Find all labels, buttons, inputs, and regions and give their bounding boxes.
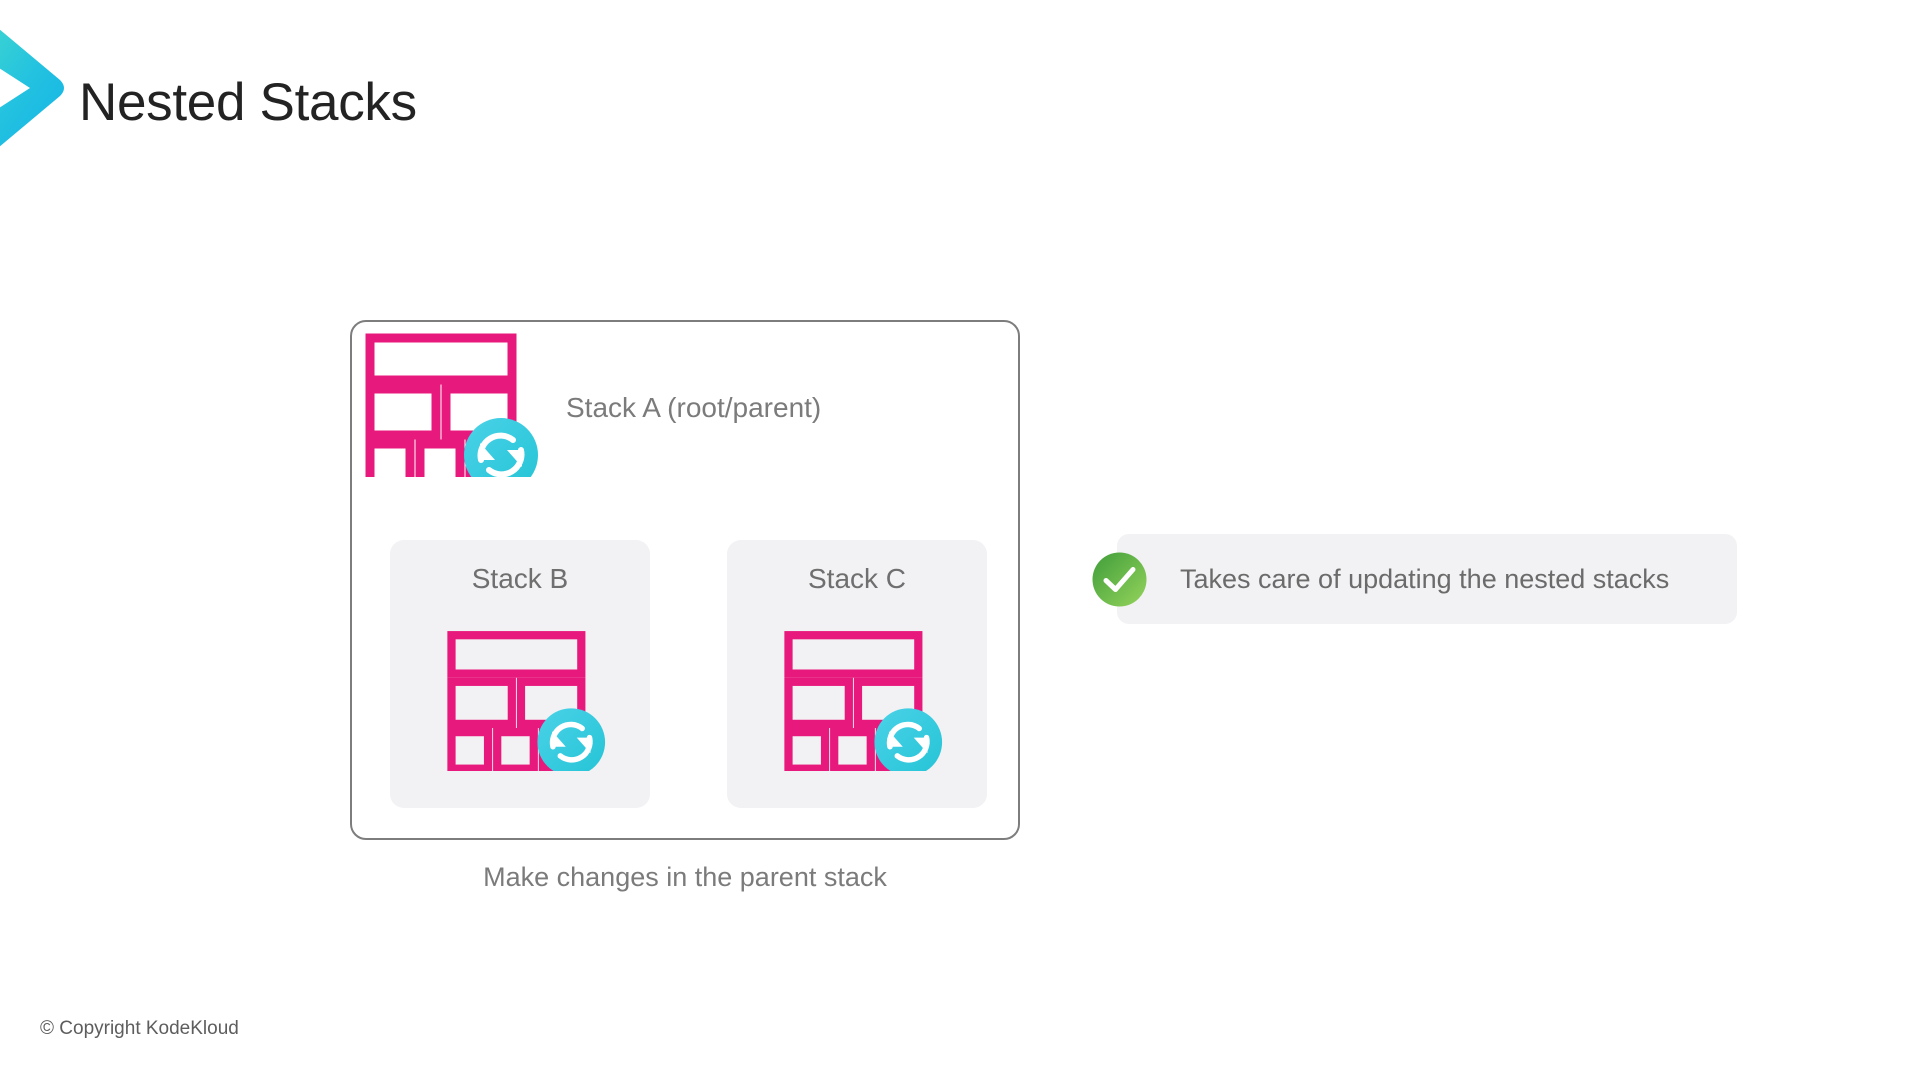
callout-panel: Takes care of updating the nested stacks <box>1092 534 1737 624</box>
chevron-logo-icon <box>0 29 64 147</box>
stack-a-label: Stack A (root/parent) <box>566 391 822 423</box>
child-stacks-row: Stack B <box>390 540 987 808</box>
check-circle-icon <box>1092 552 1147 607</box>
stack-b-icon <box>447 631 606 771</box>
footer-copyright: © Copyright KodeKloud <box>40 1018 239 1039</box>
stack-c-card: Stack C <box>727 540 987 808</box>
callout-text: Takes care of updating the nested stacks <box>1180 563 1670 594</box>
stack-c-icon <box>784 631 943 771</box>
stack-b-card: Stack B <box>390 540 650 808</box>
stack-b-label: Stack B <box>471 563 569 594</box>
page-title: Nested Stacks <box>79 73 417 132</box>
stack-a-icon <box>365 333 538 477</box>
stack-c-label: Stack C <box>807 563 907 594</box>
diagram-caption: Make changes in the parent stack <box>483 862 887 892</box>
parent-stack-box: Stack A (root/parent) Stack B <box>350 320 1020 840</box>
stack-a-group: Stack A (root/parent) <box>364 332 821 477</box>
